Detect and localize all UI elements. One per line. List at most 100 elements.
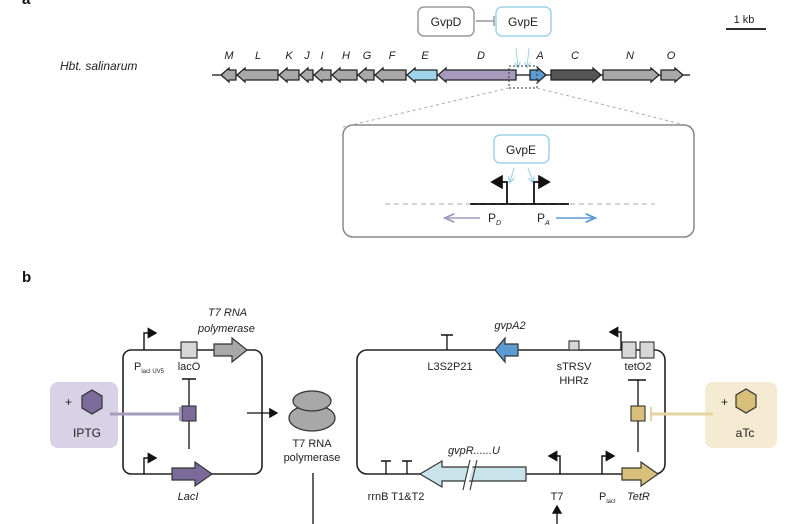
gene-label-gvpo: O [667, 50, 676, 62]
inset-frame [342, 124, 695, 238]
iptg-inducer: + IPTG [50, 382, 181, 448]
ribozyme-label-line2: HHRz [559, 375, 588, 387]
ribozyme-label-line1: sTRSV [557, 361, 593, 373]
right-plasmid-loop [356, 349, 666, 475]
promoter-d-label: PD [488, 211, 501, 227]
gene-arrow-gvpn [602, 66, 660, 84]
atc-inducer: + aTc [650, 382, 777, 448]
gene-arrow-gvpf [374, 66, 407, 84]
zoom-guide-left [342, 87, 510, 128]
laco-label: lacO [178, 361, 201, 373]
t7-promoter-arrow [547, 450, 561, 474]
gene-label-gvpe: E [421, 50, 429, 62]
gvpe-activation-arrow-a [527, 47, 529, 67]
inset-gvpe-label: GvpE [506, 143, 536, 157]
placi-promoter-arrow [601, 450, 616, 474]
promoter-inset: GvpE PD PA [342, 124, 695, 238]
organism-label: Hbt. salinarum [60, 59, 137, 73]
t7rnap-label-line1: T7 RNA [292, 438, 332, 450]
zoom-region-box [508, 65, 538, 89]
gene-label-gvpl: L [255, 50, 261, 62]
gene-label-gvpc: C [571, 50, 579, 62]
inset-gvpe-box [493, 134, 550, 164]
laco-operator [180, 341, 198, 359]
atc-molecule-icon [735, 388, 757, 414]
gene-arrows [220, 66, 684, 84]
panel-a-label: a [22, 0, 31, 8]
gene-arrow-gvpe [406, 66, 438, 84]
rrnb-label: rrnB T1&T2 [368, 491, 425, 503]
gene-arrow-gvpo [660, 66, 684, 84]
gene-label-gvpf: F [389, 50, 397, 62]
laci-promoter-arrow [143, 452, 158, 474]
gvpd-inhibits-gvpe [476, 16, 495, 26]
laci-gene-arrow [171, 460, 214, 488]
break-mark-1 [462, 459, 471, 491]
atc-plus: + [721, 395, 728, 409]
promoter-a-label: PA [537, 211, 550, 227]
iptg-plus: + [65, 395, 72, 409]
gvpe-activation-arrow-d [516, 47, 518, 67]
gene-label-gvpm: M [224, 50, 234, 62]
gvpr-u-gene-cluster-arrow [418, 459, 527, 489]
gene-label-gvph: H [342, 50, 350, 62]
t7rnap-gene-label-line2: polymerase [197, 323, 255, 335]
gvpd-label: GvpD [431, 15, 462, 29]
gvpr-u-label: gvpR......U [448, 445, 500, 457]
t7rnap-gene-arrow [213, 336, 248, 364]
gene-label-gvpn: N [626, 50, 634, 62]
gene-arrow-gvpi [313, 66, 332, 84]
gene-label-gvpk: K [285, 50, 293, 62]
gvpd-box: GvpD [417, 6, 475, 37]
placuv5-promoter-arrow [143, 327, 158, 350]
tet-promoter-arrow [608, 326, 622, 350]
tetr-protein [630, 405, 646, 422]
atc-label: aTc [736, 426, 755, 440]
promoter-d-arrow [490, 174, 508, 204]
gas-vesicle-plasmid: L3S2P21 gvpA2 sTRSV HHRz tetO2 rrnB T1&T… [356, 320, 666, 505]
t7-expression-plasmid: PlacI UV5 lacO T7 RNA polymerase LacI [122, 307, 263, 503]
gene-label-gvpi: I [320, 50, 323, 62]
gene-label-gvpd: D [477, 50, 485, 62]
gene-arrow-gvpg [357, 66, 375, 84]
gene-label-gvpa: A [535, 50, 543, 62]
inset-activation-arrow-d [510, 167, 514, 182]
t7rnap-gene-label-line1: T7 RNA [208, 307, 247, 319]
gvpe-box: GvpE [495, 6, 552, 37]
gvpe-label: GvpE [508, 15, 538, 29]
l3s2p21-label: L3S2P21 [427, 361, 472, 373]
gene-arrow-gvpd [437, 66, 517, 84]
zoom-guide-right [536, 87, 694, 128]
laci-protein [181, 405, 197, 422]
gene-arrow-gvpa [529, 66, 547, 84]
teto2-operator-2 [639, 341, 655, 359]
placi-label: PlacI [599, 491, 616, 505]
atc-box [705, 382, 777, 448]
gene-arrow-gvpk [278, 66, 300, 84]
gene-label-gvpj: J [303, 50, 310, 62]
gene-arrow-gvph [331, 66, 358, 84]
t7-promoter-label: T7 [551, 491, 564, 503]
gvpa2-gene-arrow [494, 336, 519, 364]
t7rnap-protein-icon [288, 390, 336, 432]
scale-bar-label: 1 kb [734, 14, 755, 26]
promoter-a-arrow [533, 174, 551, 204]
gene-arrow-gvpc [550, 66, 602, 84]
gene-arrow-gvpl [236, 66, 279, 84]
iptg-label: IPTG [73, 426, 101, 440]
teto2-operator-1 [621, 341, 637, 359]
break-mark-2 [469, 459, 478, 491]
gene-arrow-gvpj [299, 66, 314, 84]
tetr-gene-label: TetR [627, 491, 650, 503]
teto2-label: tetO2 [625, 361, 652, 373]
placuv5-label: PlacI UV5 [134, 361, 165, 375]
iptg-molecule-icon [81, 389, 103, 415]
gene-label-gvpg: G [363, 50, 372, 62]
t7rnap-label-line2: polymerase [284, 452, 341, 464]
gene-arrow-gvpm [220, 66, 237, 84]
tetr-gene-arrow [621, 460, 660, 488]
panel-b-label: b [22, 269, 31, 286]
laci-gene-label: LacI [178, 491, 199, 503]
